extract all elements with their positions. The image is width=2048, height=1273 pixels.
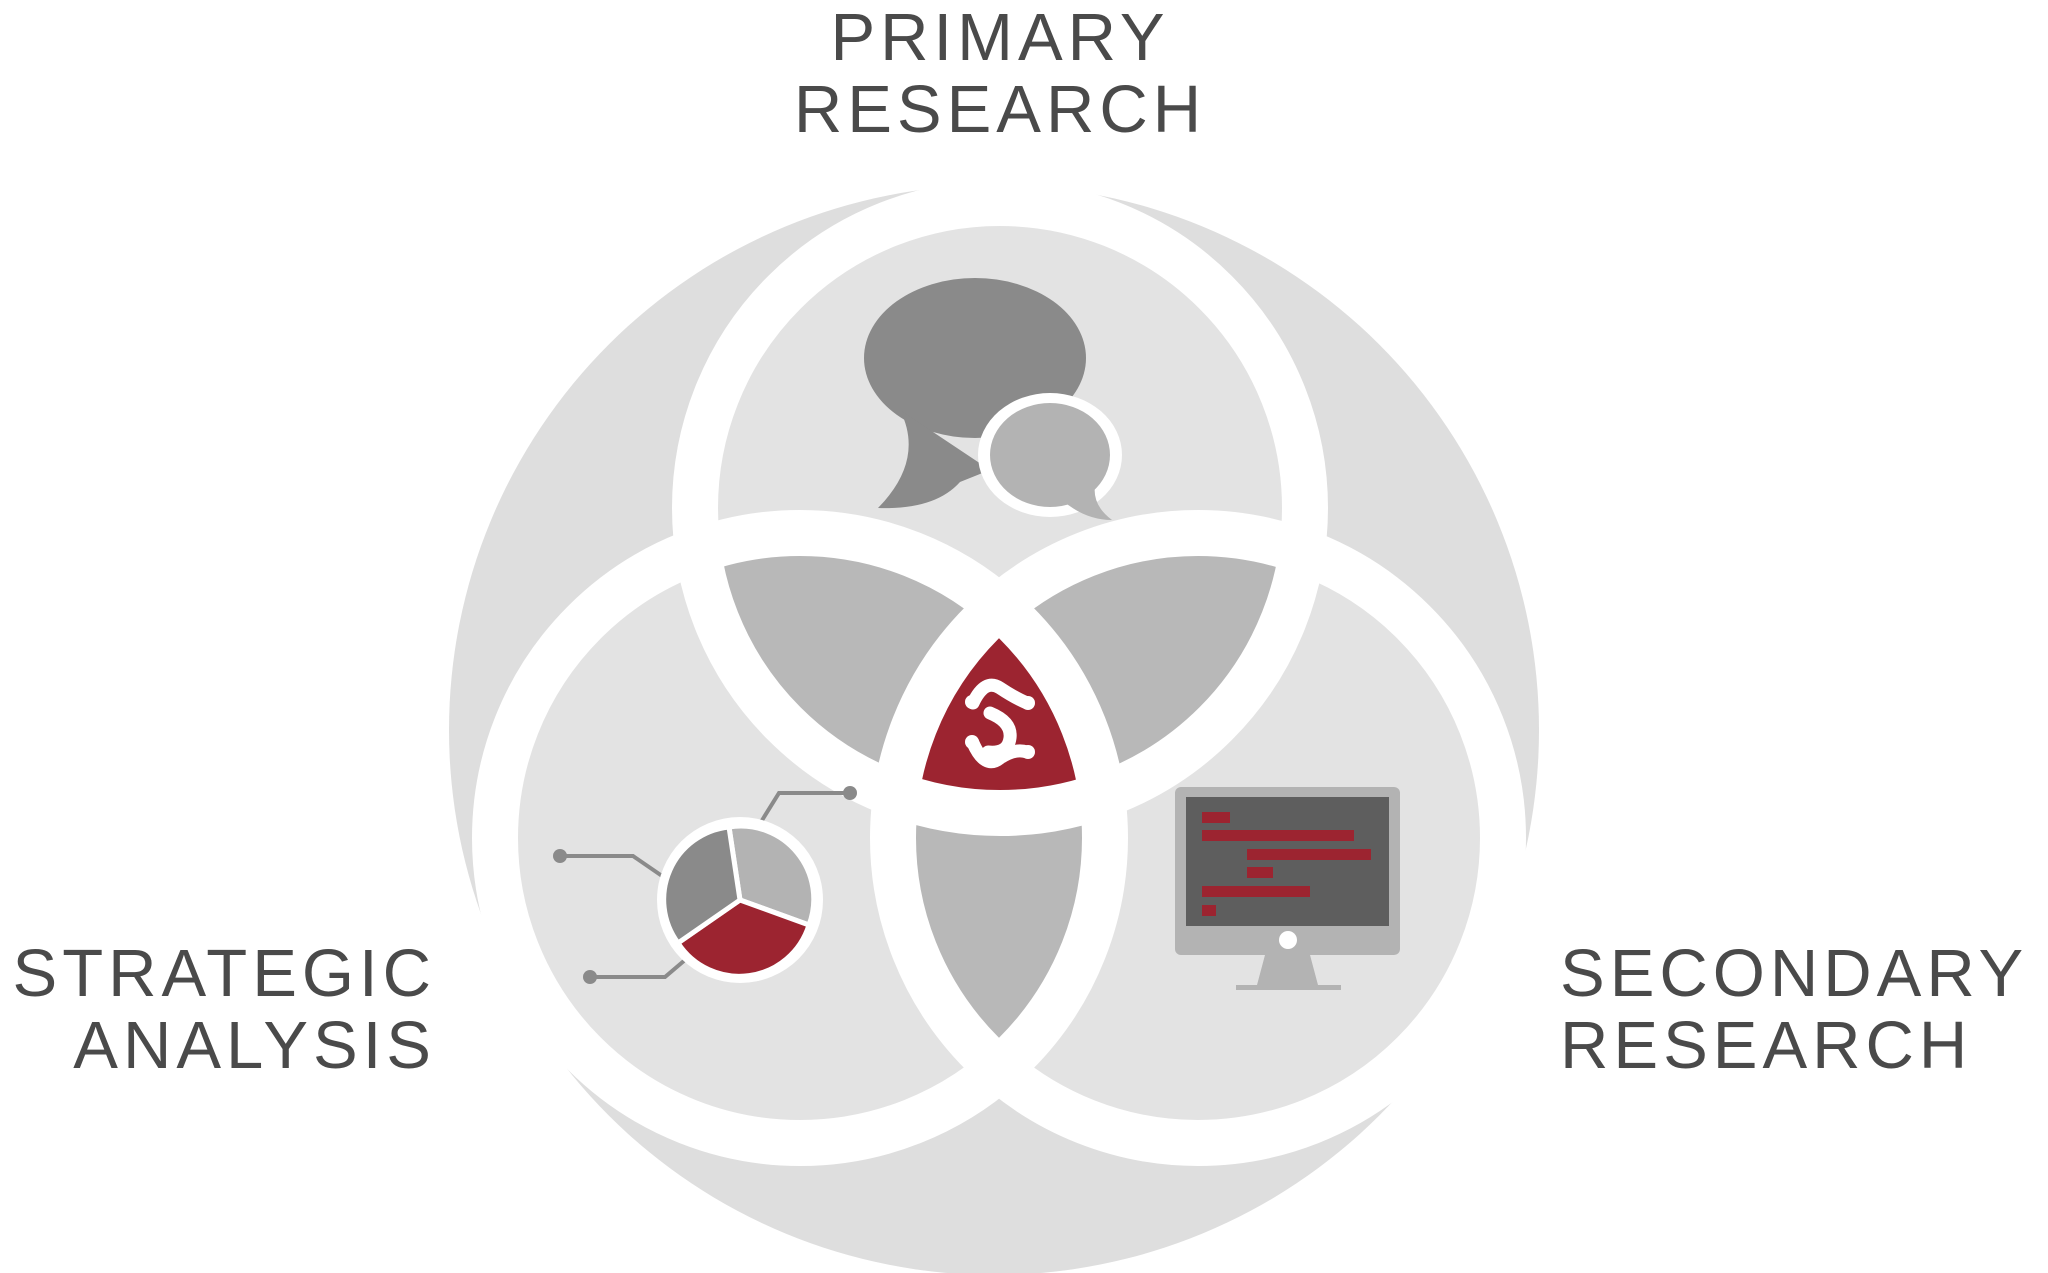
ring-primary (672, 180, 1328, 836)
computer-monitor-icon (1175, 787, 1400, 990)
label-strategic-line1: STRATEGIC (12, 936, 436, 1011)
speech-bubbles-icon (864, 278, 1122, 520)
brand-logo-icon (965, 678, 1035, 769)
label-strategic-line2: ANALYSIS (73, 1008, 436, 1083)
label-primary-line2: RESEARCH (793, 72, 1207, 147)
label-primary-line1: PRIMARY (830, 0, 1170, 75)
label-secondary-research: SECONDARY RESEARCH (1560, 938, 2048, 1082)
ring-strategic (472, 510, 1128, 1166)
label-strategic-analysis: STRATEGIC ANALYSIS (0, 938, 436, 1082)
label-primary-research: PRIMARY RESEARCH (700, 2, 1300, 146)
pie-chart-icon (553, 786, 857, 984)
ring-secondary (870, 510, 1526, 1166)
label-secondary-line1: SECONDARY (1560, 936, 2029, 1011)
label-secondary-line2: RESEARCH (1560, 1008, 1973, 1083)
